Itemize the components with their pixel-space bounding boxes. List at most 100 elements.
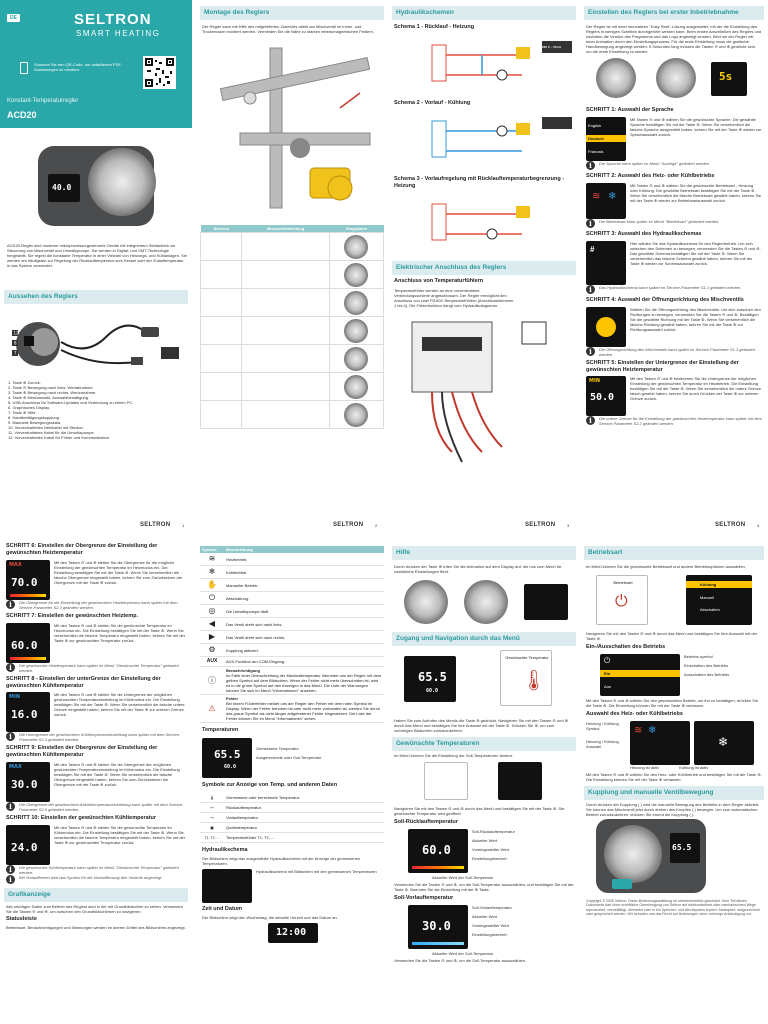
clutch-text: Durch drücken der Kupplung ( ) wird die … <box>586 802 760 817</box>
hydr-row: Hydraulikschema mit Bildschirm mit den g… <box>202 869 382 904</box>
step6-note: Die Obergrenze für die Einstellung der g… <box>19 599 178 610</box>
min-value: 50.0 <box>590 392 615 404</box>
qr-code <box>143 56 176 89</box>
mode-text: Im Menü können Sie die gewünschte Betrie… <box>586 564 746 570</box>
error-title: Fehler <box>226 696 239 701</box>
hydraulics-heading: Hydraulikschemen <box>392 6 576 21</box>
step9-title: SCHRITT 9: Einstellen der Obergrenze der… <box>6 745 158 759</box>
temps-measured: 65.5 <box>214 747 241 761</box>
hc-label: Heizung / Kühlung Auswahl <box>586 738 619 749</box>
temp-symbol-row: ↪Vorlauftemperatur. <box>200 812 384 824</box>
part-item: 8. Handbetätigungskupplung. <box>8 415 61 420</box>
info-icon: i <box>6 662 15 672</box>
step7-note-row: i Die gewünschte Heiztemperatur kann spä… <box>6 662 186 673</box>
step10-note: Die gewünschte Kühltemperatur kann späte… <box>19 865 179 875</box>
step6-title: SCHRITT 6: Einstellen der Obergrenze der… <box>6 543 158 556</box>
return-title: Soll-Rücklauftemperatur <box>394 819 458 826</box>
nav-setpoint: 60.0 <box>426 688 439 695</box>
temp-symbol-desc: Vorlauftemperatur. <box>224 812 384 824</box>
mode-images: Betriebsart ⏻ Kühlung Manuell Abschalten <box>586 573 762 629</box>
footer-logo: SELTRON <box>715 522 746 528</box>
language-display: English Deutsch Francais <box>586 117 626 161</box>
step9-note-row: i Die Obergrenze der gewünschten Abkühlt… <box>6 802 186 812</box>
range-bar <box>412 942 464 946</box>
valve-left-icon: ◀ <box>200 617 224 631</box>
step4-title: SCHRITT 4: Auswahl der Öffnungsrichtung … <box>586 296 744 303</box>
step10-text: Mit den Tasten ⊖ und ⊕ stellen Sie die g… <box>54 825 186 845</box>
supply-bottom-label: Aktueller Wert der Soll-Temperatur <box>432 951 494 957</box>
min-label: MIN <box>589 378 601 385</box>
part-item: 5. USB-Anschluss für Software-Updates un… <box>8 400 134 405</box>
help-device-a <box>404 580 448 625</box>
step1-note: Die Sprache kann später im Menü "Anzeige… <box>599 161 711 166</box>
supply-text: Verwenden Sie die Tasten ⊖ und ⊕, um die… <box>394 958 527 964</box>
step10-row: 24.0 Mit den Tasten ⊖ und ⊕ stellen Sie … <box>6 825 186 865</box>
step4-note-row: i Die Öffnungsrichtung des Mischventils … <box>586 346 762 357</box>
clutch-knob <box>604 825 662 883</box>
step1-row: English Deutsch Francais Mit Tasten ⊖ un… <box>586 117 762 161</box>
heat-temp-value: 60.0 <box>11 638 38 652</box>
step8-note-row: i Die Untergrenze der gewünschten Kühlte… <box>6 732 186 742</box>
desired-text-2: Navigieren Sie mit den Tasten ⊖ und ⊕ du… <box>394 806 565 817</box>
supply-display: 30.0 <box>408 905 468 950</box>
step5-text: Mit den Tasten ⊖ und ⊕ bestimmen Sie die… <box>630 376 762 402</box>
sym-temp-title: Symbole zur Anzeige von Temp. und andere… <box>202 781 338 788</box>
heating-icon: ≋ <box>592 190 601 202</box>
symbols-column: Symbol Beschreibung ≋Heizbetrieb. ❄Kühlb… <box>196 540 388 1024</box>
mounting-heading: Montage des Reglers <box>200 6 384 21</box>
source-icon: ▣ <box>200 822 224 834</box>
return-row: 60.0 Soll-Rücklauftemperatur Aktueller W… <box>394 829 574 874</box>
cooling-icon: ❄ <box>648 724 657 736</box>
power-icon: ⏻ <box>200 591 224 605</box>
onoff-display: ⏻ Ein Aus <box>600 654 680 696</box>
product-name: ACD20 <box>7 110 37 120</box>
graphic-heading: Grafikanzeige <box>4 888 188 903</box>
valve-col-header: Mischventilstellung <box>241 225 330 233</box>
schema2-diagram <box>431 116 572 158</box>
five-seconds-label: 5s <box>719 70 733 84</box>
steps-column: SCHRITT 6: Einstellen der Obergrenze der… <box>0 540 192 1024</box>
max-cool-label: MAX <box>9 764 22 771</box>
mode-display: ≋ ❄ <box>586 182 626 219</box>
brand-subtitle: SMART HEATING <box>76 29 161 38</box>
info-icon: i <box>586 284 595 294</box>
temps-display: 65.5 60.0 <box>202 737 252 778</box>
first-setup-text: Der Regler ist mit einer innovativen "Ea… <box>586 24 762 55</box>
desired-select-display <box>498 762 542 801</box>
schema1-title: Schema 1 - Rücklauf - Heizung <box>394 24 475 31</box>
hc-row: Heizung / Kühlung Symbol Heizung / Kühlu… <box>586 720 762 765</box>
mounting-column: Montage des Reglers Der Regler kann mit … <box>196 0 388 512</box>
symbol-row: ❄Kühlbetrieb. <box>200 565 384 579</box>
graphic-text: Alle wichtigen Daten zum Betrieb des Reg… <box>6 904 183 915</box>
setup-device-b <box>656 58 696 99</box>
symbol-desc: Das Ventil dreht sich nach links. <box>224 617 384 631</box>
thermometer-icon: 🌡 <box>521 670 547 693</box>
qr-instruction: Scannen Sie den QR-Code, um detaillierte… <box>34 62 123 72</box>
supply-label: Einstellungsbereich <box>472 932 507 938</box>
step5-note: Die untere Grenze für die Einstellung de… <box>599 416 762 427</box>
electrical-heading: Elektrischer Anschluss des Reglers <box>392 260 576 275</box>
hc-state-labels: Heizung ist aktiv Kühlung ist aktiv <box>630 765 762 770</box>
min-display: MIN 50.0 <box>586 376 626 417</box>
max-cool-display: MAX 30.0 <box>6 762 50 803</box>
hc-cool-display: ❄ <box>694 720 754 765</box>
max-heat-display: MAX 70.0 <box>6 559 50 600</box>
temps-row: 65.5 60.0 Gemessene Temperatur Ausgerech… <box>202 737 382 778</box>
step5-title: SCHRITT 5: Einstellen der Untergrenze de… <box>586 359 739 373</box>
wiring-diagram <box>411 321 547 463</box>
sensor-label: T1, T2, ... <box>200 832 224 844</box>
step6-row: MAX 70.0 Mit den Tasten ⊖ und ⊕ stellen … <box>6 559 186 600</box>
return-text: Verwenden Sie die Tasten ⊖ und ⊕, um die… <box>394 882 574 893</box>
part-item: 7. Taste ⊕ Hilfe. <box>8 410 37 415</box>
page-number: 4 <box>757 523 760 528</box>
step10-title: SCHRITT 10: Einstellen der gewünschten K… <box>6 815 157 822</box>
sensor-title: Anschluss von Temperaturfühlern <box>394 277 484 284</box>
pump-icon: ◎ <box>200 604 224 618</box>
hydr-display <box>202 869 252 904</box>
info-icon: i <box>586 218 595 228</box>
symbol-row: ✋Manueller Betrieb. <box>200 578 384 592</box>
page-number: 1 <box>182 523 185 528</box>
